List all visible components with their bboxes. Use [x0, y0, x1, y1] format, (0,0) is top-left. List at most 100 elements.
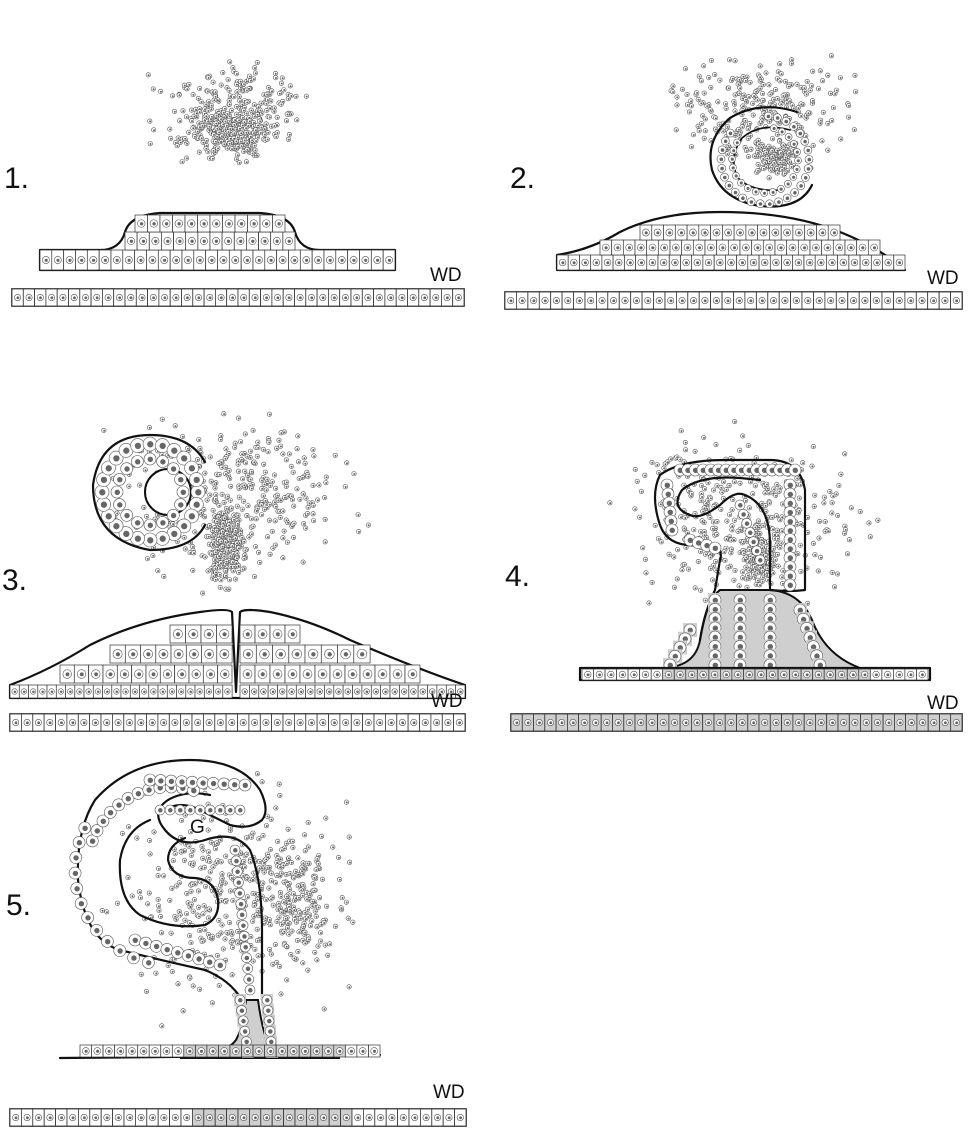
cell-nucleus — [217, 99, 219, 101]
cell-nucleus — [178, 477, 183, 482]
cell-nucleus — [275, 488, 277, 490]
cell-nucleus — [656, 231, 659, 234]
panel-3-wolffian-duct — [10, 714, 465, 731]
cell-nucleus — [220, 435, 222, 437]
cell-nucleus — [290, 85, 292, 87]
panel-1-label: 1. — [4, 162, 29, 195]
cell-nucleus — [233, 566, 235, 568]
cell-nucleus — [150, 143, 152, 145]
cell-nucleus — [254, 576, 256, 578]
cell-nucleus — [139, 259, 142, 262]
cell-nucleus — [243, 110, 245, 112]
cell-nucleus — [220, 579, 222, 581]
cell-nucleus — [251, 471, 253, 473]
cell-nucleus — [107, 296, 110, 299]
cell-nucleus — [715, 117, 717, 119]
cell-nucleus — [225, 458, 227, 460]
cell-nucleus — [175, 296, 178, 299]
cell-nucleus — [281, 691, 284, 694]
cell-nucleus — [750, 135, 752, 137]
cell-nucleus — [310, 721, 313, 724]
cell-nucleus — [757, 580, 759, 582]
cell-nucleus — [293, 472, 295, 474]
cell-nucleus — [347, 691, 350, 694]
cell-nucleus — [198, 439, 200, 441]
cell-nucleus — [662, 261, 665, 264]
cell-nucleus — [209, 126, 211, 128]
cell-nucleus — [807, 81, 809, 83]
cell-nucleus — [762, 100, 764, 102]
cell-nucleus — [296, 488, 298, 490]
cell-nucleus — [696, 261, 699, 264]
cell-nucleus — [83, 721, 86, 724]
cell-nucleus — [211, 105, 213, 107]
cell-nucleus — [275, 77, 277, 79]
cell-nucleus — [780, 103, 782, 105]
cell-nucleus — [258, 259, 261, 262]
cell-nucleus — [789, 100, 791, 102]
cell-nucleus — [656, 464, 658, 466]
cell-nucleus — [719, 80, 721, 82]
cell-nucleus — [222, 124, 224, 126]
cell-nucleus — [838, 246, 841, 249]
cell-nucleus — [284, 497, 286, 499]
cell-nucleus — [782, 570, 784, 572]
cell-nucleus — [213, 134, 215, 136]
cell-nucleus — [153, 88, 155, 90]
cell-nucleus — [738, 585, 740, 587]
cell-nucleus — [921, 299, 924, 302]
cell-nucleus — [252, 430, 254, 432]
cell-nucleus — [781, 73, 783, 75]
cell-nucleus — [225, 467, 227, 469]
cell-nucleus — [708, 77, 710, 79]
cell-nucleus — [748, 96, 750, 98]
cell-nucleus — [692, 231, 695, 234]
cell-nucleus — [647, 299, 650, 302]
cell-nucleus — [840, 138, 842, 140]
cell-nucleus — [227, 147, 229, 149]
cell-nucleus — [318, 484, 320, 486]
cell-nucleus — [223, 143, 225, 145]
cell-nucleus — [779, 162, 781, 164]
cell-nucleus — [242, 569, 244, 571]
cell-nucleus — [97, 691, 100, 694]
cell-nucleus — [760, 65, 762, 67]
cell-nucleus — [750, 200, 754, 204]
cell-nucleus — [266, 94, 268, 96]
cell-nucleus — [742, 76, 744, 78]
cell-nucleus — [241, 459, 243, 461]
cell-nucleus — [124, 513, 129, 518]
cell-nucleus — [276, 632, 280, 636]
cell-nucleus — [258, 106, 260, 108]
cell-nucleus — [236, 91, 238, 93]
cell-nucleus — [245, 433, 247, 435]
cell-nucleus — [265, 721, 268, 724]
cell-nucleus — [230, 486, 232, 488]
cell-nucleus — [215, 96, 217, 98]
cell-nucleus — [779, 63, 781, 65]
cell-nucleus — [233, 519, 235, 521]
cell-nucleus — [829, 491, 831, 493]
cell-nucleus — [727, 567, 729, 569]
cell-nucleus — [304, 457, 306, 459]
cell-nucleus — [151, 259, 154, 262]
cell-nucleus — [240, 141, 242, 143]
cell-nucleus — [727, 231, 730, 234]
cell-nucleus — [266, 489, 268, 491]
cell-nucleus — [244, 121, 246, 123]
cell-nucleus — [220, 296, 223, 299]
cell-nucleus — [272, 547, 274, 549]
cell-nucleus — [629, 261, 632, 264]
cell-nucleus — [188, 84, 190, 86]
cell-nucleus — [293, 259, 296, 262]
cell-nucleus — [756, 246, 759, 249]
cell-nucleus — [302, 477, 304, 479]
cell-nucleus — [721, 148, 725, 152]
cell-nucleus — [182, 110, 184, 112]
cell-nucleus — [307, 507, 309, 509]
cell-nucleus — [238, 119, 240, 121]
cell-nucleus — [219, 567, 221, 569]
cell-nucleus — [688, 568, 690, 570]
cell-nucleus — [296, 119, 298, 121]
cell-nucleus — [842, 261, 845, 264]
